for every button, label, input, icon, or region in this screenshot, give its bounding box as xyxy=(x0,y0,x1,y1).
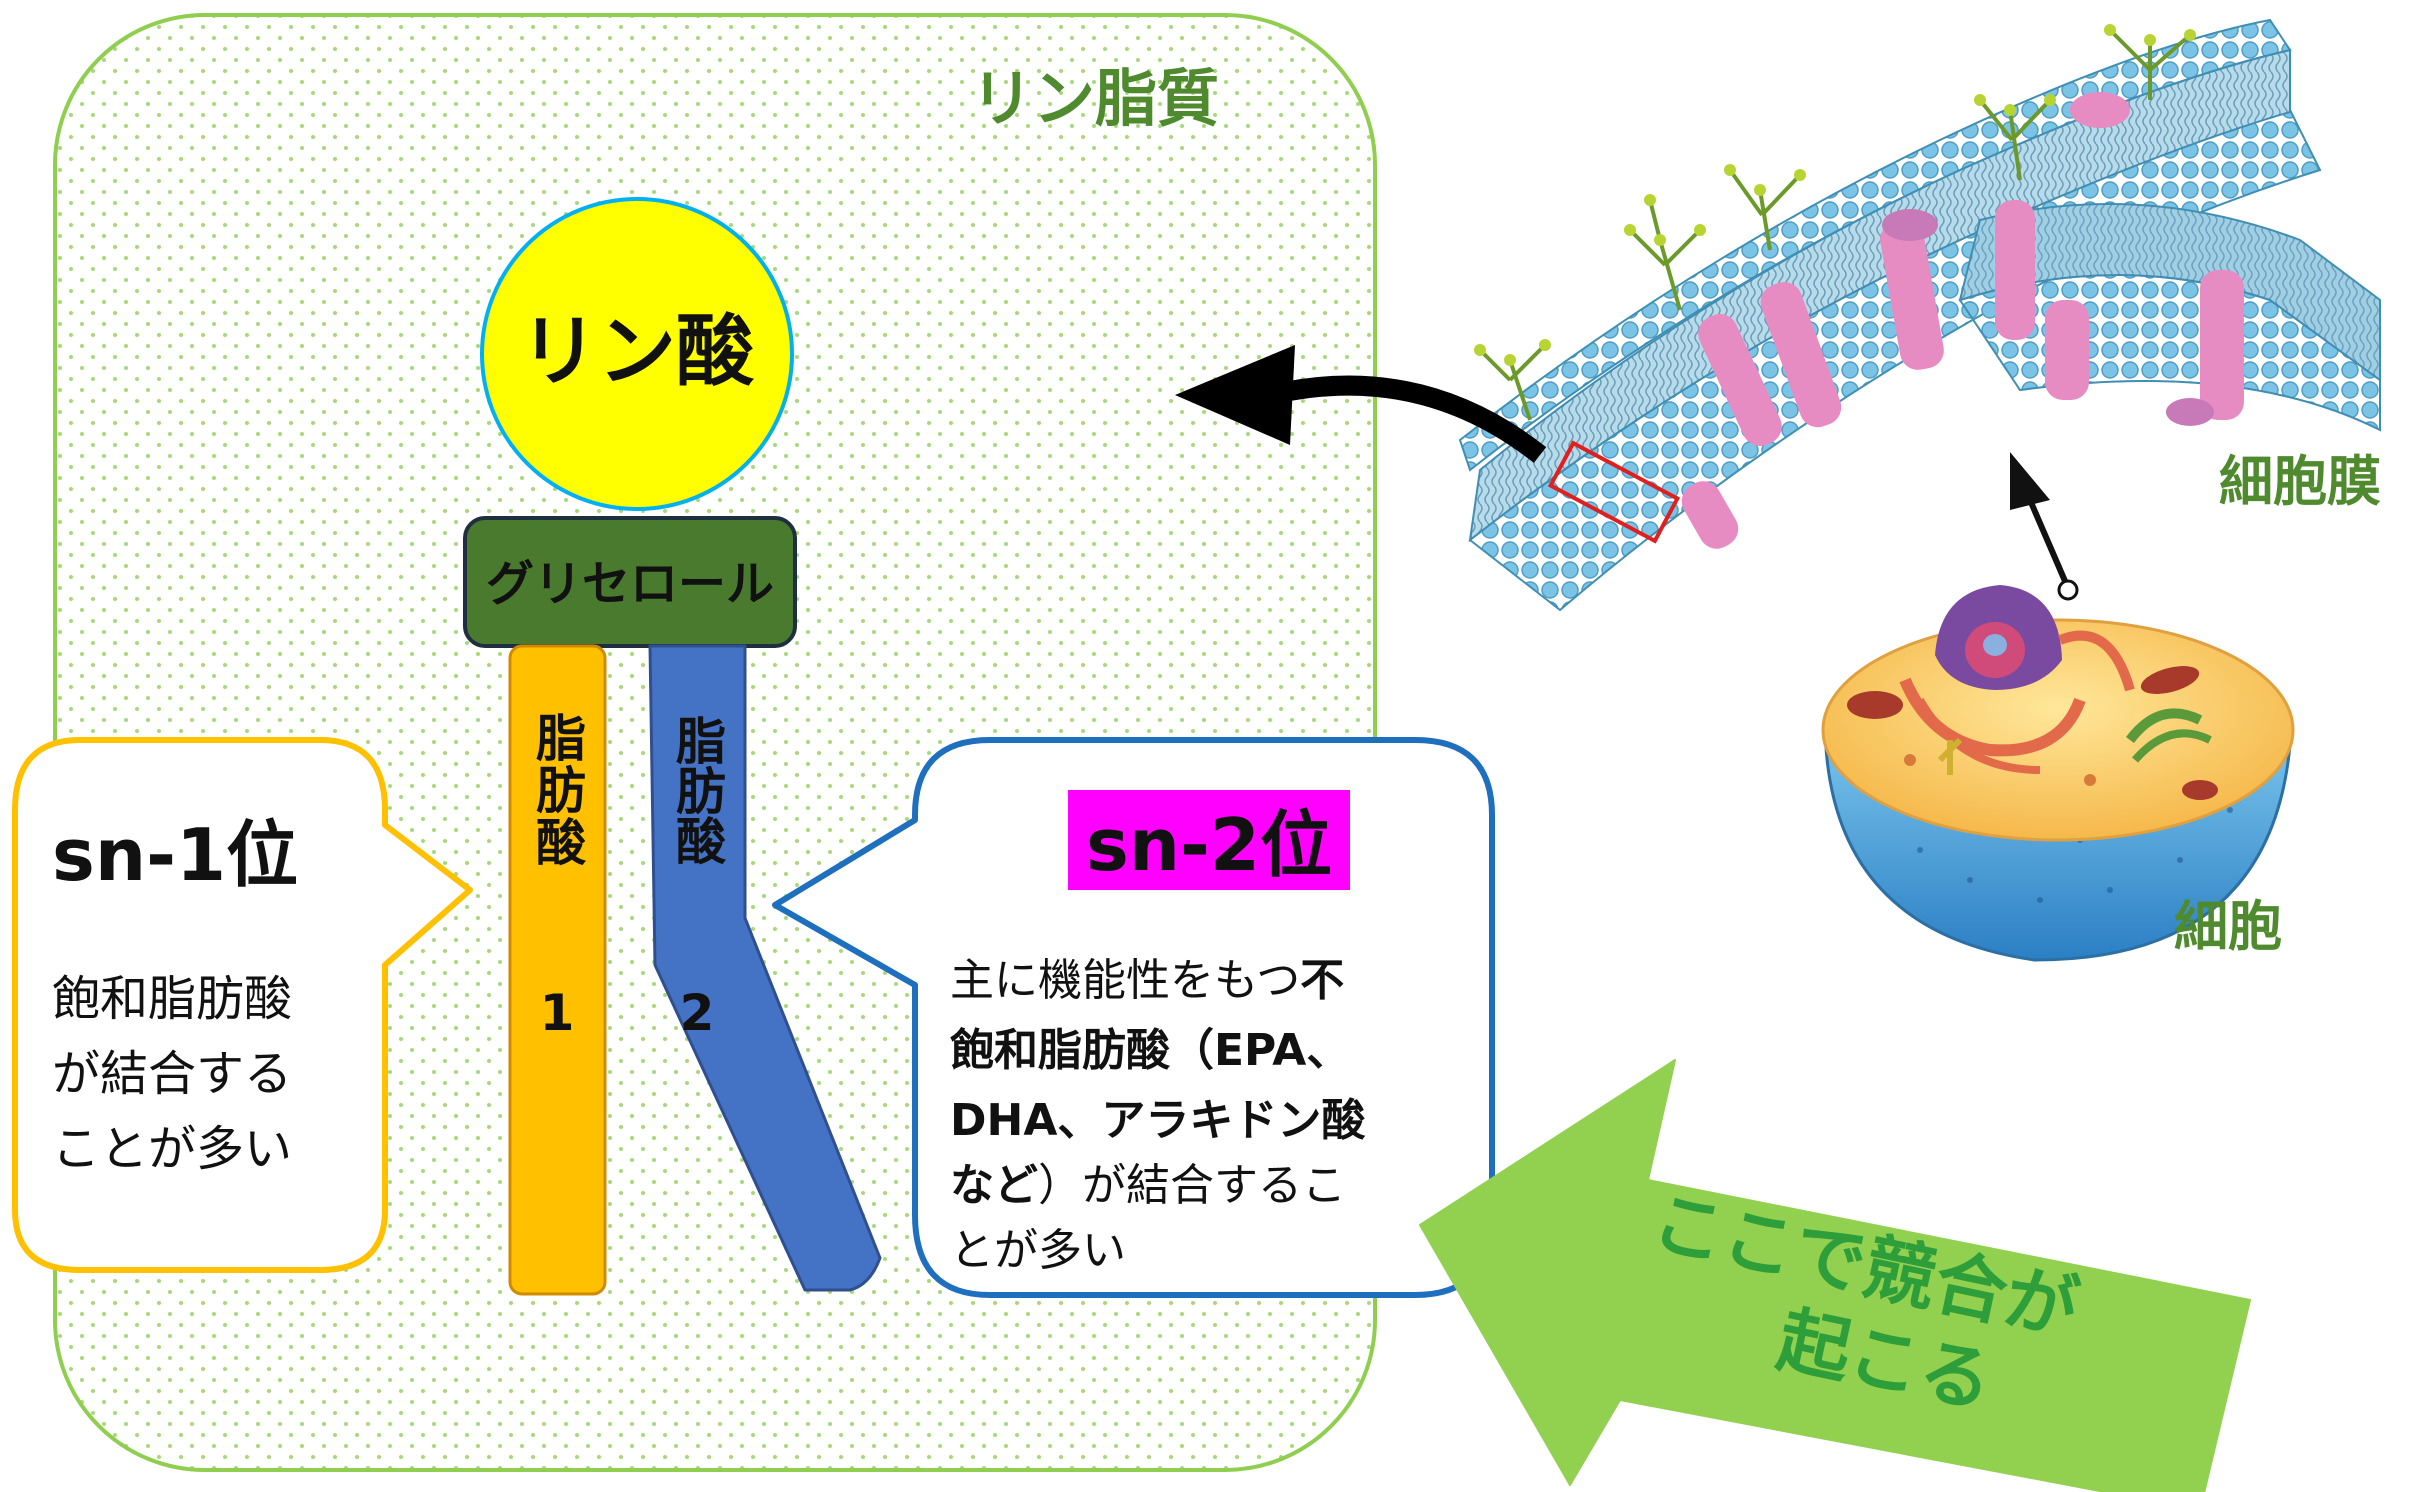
sn1-line-3: ことが多い xyxy=(52,1121,292,1177)
sn2-callout: sn-2位 主に機能性をもつ不 飽和脂肪酸（EPA、 DHA、アラキドン酸 など… xyxy=(772,737,1495,1298)
fatty-acid-2-label: 脂肪酸 xyxy=(668,715,726,865)
sn2-title: sn-2位 xyxy=(1086,803,1332,887)
sn2-line-2: 飽和脂肪酸（EPA、 xyxy=(950,1025,1350,1076)
sn2-line-4: など）が結合するこ xyxy=(950,1160,1346,1211)
cell-label: 細胞 xyxy=(2174,895,2282,958)
sn2-title-highlight xyxy=(1068,790,1350,890)
sn1-callout: sn-1位 飽和脂肪酸 が結合する ことが多い xyxy=(12,737,473,1273)
competition-arrow: ここで競合が 起こる xyxy=(1419,1059,2251,1492)
phospholipid-title: リン脂質 xyxy=(971,62,1219,135)
phosphate-label: リン酸 xyxy=(520,307,755,397)
sn2-line-5: とが多い xyxy=(950,1225,1126,1276)
sn1-line-2: が結合する xyxy=(52,1046,292,1102)
glycerol-label: グリセロール xyxy=(486,556,774,612)
sn1-title: sn-1位 xyxy=(52,813,298,897)
phosphate-head: リン酸 xyxy=(480,197,794,511)
sn2-line-3: DHA、アラキドン酸 xyxy=(950,1095,1366,1146)
fatty-acid-1: 脂肪酸 1 xyxy=(508,644,607,1296)
fatty-acid-1-number: 1 xyxy=(540,984,575,1042)
sn2-line-1: 主に機能性をもつ不 xyxy=(950,955,1344,1006)
fatty-acid-1-label: 脂肪酸 xyxy=(528,712,586,868)
cell-illustration xyxy=(1821,585,2295,962)
cell-to-membrane-arrow xyxy=(2010,452,2079,601)
zoom-arrow xyxy=(1175,345,1547,463)
glycerol-block: グリセロール xyxy=(463,516,797,648)
sn1-line-1: 飽和脂肪酸 xyxy=(52,971,292,1027)
fatty-acid-2: 脂肪酸 2 xyxy=(648,644,882,1292)
fatty-acid-2-number: 2 xyxy=(680,984,715,1042)
membrane-label: 細胞膜 xyxy=(2219,450,2381,513)
cell-membrane-illustration xyxy=(1458,18,2381,612)
